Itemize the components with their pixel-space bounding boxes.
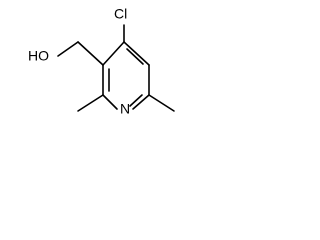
- bond-ch2-o: [57, 41, 79, 57]
- bond-c4-c5: [123, 41, 150, 66]
- hydroxyl-label: HO: [28, 48, 49, 64]
- ring-nitrogen-label: N: [120, 101, 130, 117]
- bond-c6-methyl: [148, 94, 175, 112]
- bond-c4-c5-double: [126, 48, 144, 65]
- bond-c2-methyl: [77, 94, 104, 112]
- molecule-structure: Cl HO N: [28, 6, 175, 117]
- bond-c6-n-double: [129, 94, 143, 107]
- bond-c6-n: [132, 94, 150, 110]
- chlorine-label: Cl: [114, 6, 127, 22]
- bond-c3-c4: [102, 41, 125, 66]
- bond-n-c2: [102, 94, 118, 110]
- molecule-canvas: Cl HO N: [0, 0, 195, 138]
- bond-c3-ch2: [77, 41, 104, 66]
